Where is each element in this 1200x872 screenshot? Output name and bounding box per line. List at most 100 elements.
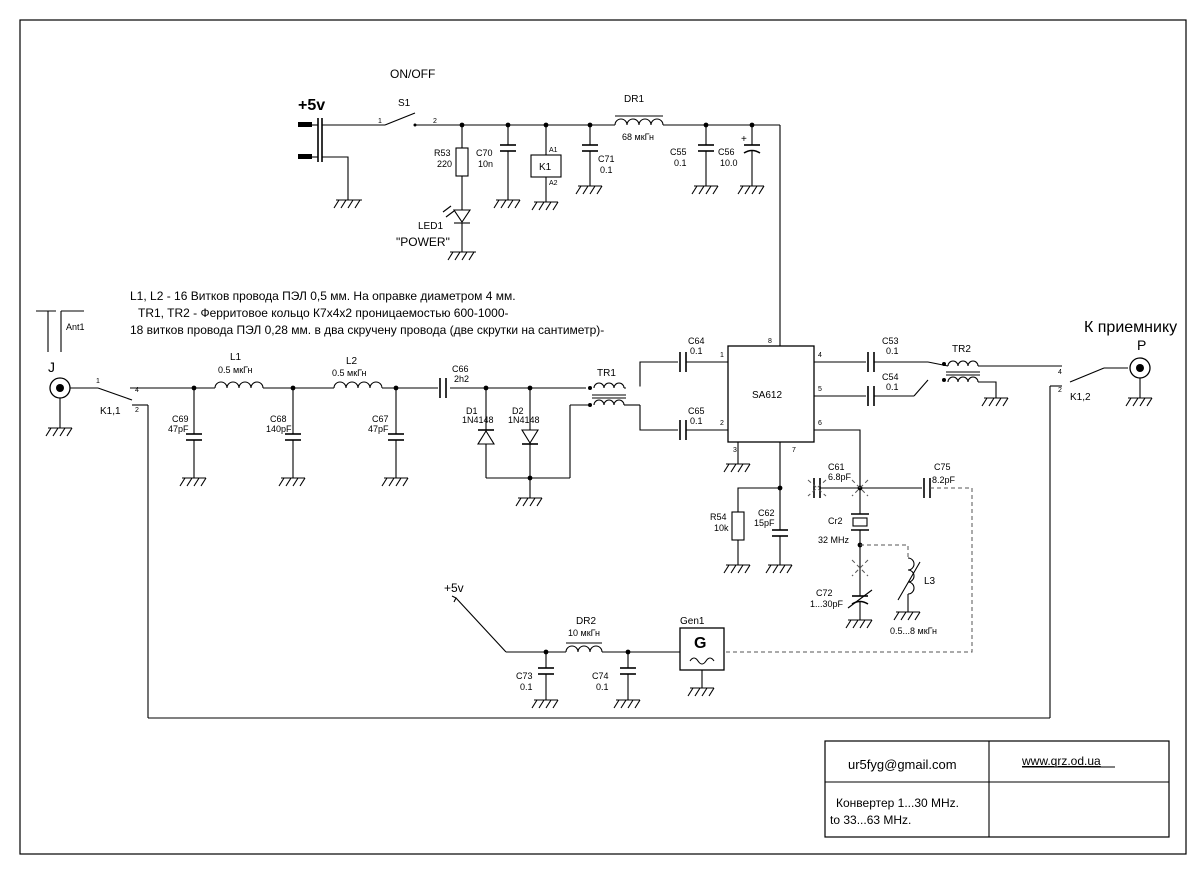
resistor-r54 <box>731 511 745 541</box>
svg-text:0.1: 0.1 <box>886 346 899 356</box>
svg-text:TR2: TR2 <box>952 344 971 355</box>
svg-text:J: J <box>48 359 55 375</box>
crystal-cr2 <box>852 517 868 527</box>
svg-text:C67: C67 <box>372 414 389 424</box>
svg-text:47pF: 47pF <box>368 424 389 434</box>
svg-text:0.1: 0.1 <box>596 682 609 692</box>
svg-text:L3: L3 <box>924 576 936 587</box>
svg-text:1N4148: 1N4148 <box>462 415 494 425</box>
svg-text:C69: C69 <box>172 414 189 424</box>
transformer-tr1 <box>593 382 625 389</box>
inductor-l2 <box>333 381 383 389</box>
website-link[interactable]: www.qrz.od.ua <box>1021 754 1101 768</box>
svg-text:G: G <box>694 635 706 652</box>
author-email: ur5fyg@gmail.com <box>848 757 957 772</box>
svg-text:0.1: 0.1 <box>690 346 703 356</box>
svg-text:8.2pF: 8.2pF <box>932 475 956 485</box>
winding-notes: L1, L2 - 16 Витков провода ПЭЛ 0,5 мм. Н… <box>130 289 604 337</box>
transformer-tr2 <box>947 360 979 367</box>
svg-text:C62: C62 <box>758 508 775 518</box>
svg-text:10k: 10k <box>714 523 729 533</box>
svg-text:2h2: 2h2 <box>454 374 469 384</box>
led-caption: "POWER" <box>396 235 450 249</box>
svg-text:1: 1 <box>378 118 382 125</box>
svg-text:1N4148: 1N4148 <box>508 415 540 425</box>
relay-contact-k11 <box>97 387 133 401</box>
svg-text:1: 1 <box>96 378 100 385</box>
svg-text:C65: C65 <box>688 406 705 416</box>
svg-text:0.5...8 мкГн: 0.5...8 мкГн <box>890 626 937 636</box>
svg-text:L1: L1 <box>230 352 242 363</box>
svg-text:Ant1: Ant1 <box>66 322 85 332</box>
svg-text:A2: A2 <box>549 180 558 187</box>
svg-text:C71: C71 <box>598 154 615 164</box>
power-connector-pin <box>298 154 312 159</box>
drawing-frame <box>19 19 1187 855</box>
svg-text:C70: C70 <box>476 148 493 158</box>
power-connector-pin <box>298 122 312 127</box>
svg-text:1...30pF: 1...30pF <box>810 599 844 609</box>
diode-d2 <box>521 429 539 445</box>
power-section: +5v ON/OFF S1 1 2 R53 220 LED1 <box>298 67 781 346</box>
svg-text:C66: C66 <box>452 364 469 374</box>
svg-text:2: 2 <box>433 118 437 125</box>
svg-text:C74: C74 <box>592 671 609 681</box>
svg-text:C72: C72 <box>816 588 833 598</box>
svg-text:LED1: LED1 <box>418 221 443 232</box>
svg-text:C56: C56 <box>718 147 735 157</box>
svg-text:0.1: 0.1 <box>600 165 613 175</box>
svg-text:SA612: SA612 <box>752 390 782 401</box>
converter-description: Конвертер 1...30 MHz. <box>836 796 959 810</box>
svg-text:P: P <box>1137 337 1146 353</box>
svg-text:1: 1 <box>720 352 724 359</box>
note-line-3: 18 витков провода ПЭЛ 0,28 мм. в два скр… <box>130 323 604 337</box>
svg-text:C64: C64 <box>688 336 705 346</box>
svg-text:K1,2: K1,2 <box>1070 392 1091 403</box>
svg-text:220: 220 <box>437 159 452 169</box>
switch-caption: ON/OFF <box>390 67 435 81</box>
svg-text:2: 2 <box>1058 387 1062 394</box>
note-line-2: TR1, TR2 - Ферритовое кольцо К7х4х2 прон… <box>138 306 509 320</box>
note-line-1: L1, L2 - 16 Витков провода ПЭЛ 0,5 мм. Н… <box>130 289 516 303</box>
title-block: ur5fyg@gmail.com www.qrz.od.ua Конвертер… <box>824 740 1170 838</box>
inductor-l3 <box>907 557 915 595</box>
svg-text:47pF: 47pF <box>168 424 189 434</box>
lo-power-label: +5v <box>444 581 464 595</box>
svg-text:TR1: TR1 <box>597 368 616 379</box>
svg-text:10 мкГн: 10 мкГн <box>568 628 600 638</box>
svg-text:2: 2 <box>720 420 724 427</box>
svg-text:4: 4 <box>135 387 139 394</box>
svg-text:140pF: 140pF <box>266 424 292 434</box>
svg-text:4: 4 <box>818 352 822 359</box>
switch-s1 <box>384 112 416 126</box>
mixer-ic-sa612: SA612 1 2 3 4 5 6 7 8 <box>720 338 822 473</box>
svg-text:A1: A1 <box>549 147 558 154</box>
power-label: +5v <box>298 97 325 114</box>
svg-text:C68: C68 <box>270 414 287 424</box>
svg-text:D1: D1 <box>466 406 478 416</box>
svg-text:5: 5 <box>818 386 822 393</box>
svg-text:C73: C73 <box>516 671 533 681</box>
converter-range: to 33...63 MHz. <box>830 813 911 827</box>
oscillator-section: R54 10k C62 15pF C61 6.8pF Cr2 32 MHz <box>444 429 973 709</box>
input-section: Ant1 J 1 4 2 K1,1 C69 47pF L1 0.5 мкГн <box>36 310 1050 719</box>
ic-sa612 <box>727 345 815 443</box>
svg-text:32 MHz: 32 MHz <box>818 535 850 545</box>
svg-text:K1,1: K1,1 <box>100 406 121 417</box>
svg-text:C75: C75 <box>934 462 951 472</box>
svg-text:Gen1: Gen1 <box>680 616 705 627</box>
svg-text:R54: R54 <box>710 512 727 522</box>
svg-text:0.5 мкГн: 0.5 мкГн <box>332 368 367 378</box>
diode-d1 <box>477 429 495 445</box>
choke-dr1 <box>614 118 664 126</box>
svg-text:6: 6 <box>818 420 822 427</box>
svg-text:K1: K1 <box>539 162 552 173</box>
led-power-indicator <box>452 209 472 223</box>
svg-text:2: 2 <box>135 407 139 414</box>
svg-text:D2: D2 <box>512 406 524 416</box>
receiver-label: К приемнику <box>1084 319 1177 336</box>
svg-text:0.1: 0.1 <box>674 158 687 168</box>
svg-text:C61: C61 <box>828 462 845 472</box>
svg-text:0.1: 0.1 <box>690 416 703 426</box>
